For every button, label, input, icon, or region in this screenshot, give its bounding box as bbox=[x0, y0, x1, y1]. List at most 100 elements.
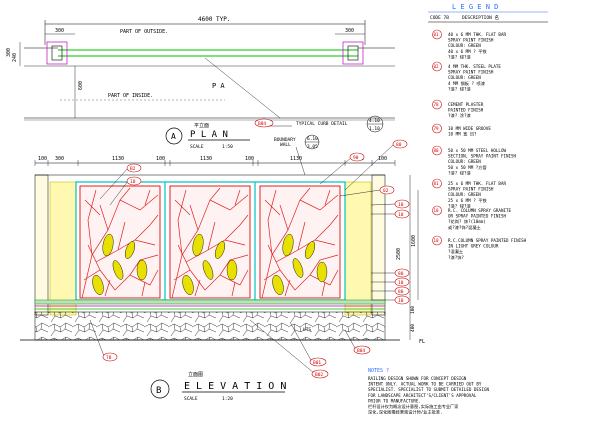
plan-dim-side-top: 300 bbox=[6, 48, 12, 57]
plan-view: 4600 TYP. 300 300 300 240 PART OF OUTSID… bbox=[6, 16, 395, 150]
plan-dim-post-left: 300 bbox=[55, 28, 64, 34]
legend-code: 81 bbox=[434, 181, 440, 186]
note-line: SPECIALIST. SPECIALIST TO SUBMIT DETAILE… bbox=[368, 387, 489, 392]
elev-scale-label: SCALE bbox=[184, 396, 198, 402]
elev-callout-b-4: B04 bbox=[357, 348, 365, 354]
plan-label-inside: PART OF INSIDE. bbox=[108, 93, 153, 99]
legend-desc-line: IN LIGHT GREY COLOUR bbox=[448, 244, 499, 249]
elev-dim-2: 300 bbox=[55, 156, 64, 162]
plan-title-cn: 平立面 bbox=[194, 122, 209, 129]
note-line: PRIOR TO MANUFACTURE. bbox=[368, 398, 421, 403]
elev-dim-1: 100 bbox=[38, 156, 47, 162]
legend-desc-line: ?漆? 涂?漆 bbox=[448, 112, 471, 119]
legend-desc-line: ?漆? 绿?漆 bbox=[448, 202, 471, 209]
elev-callout-rl-3: 80 bbox=[398, 289, 404, 295]
plan-title-letter: A bbox=[171, 132, 176, 141]
elev-callout-left-2: 10 bbox=[130, 179, 136, 185]
legend-desc-line: SPRAY PAINT FINISH bbox=[448, 70, 494, 75]
elev-dim-base-2: 400 bbox=[410, 324, 416, 332]
legend-code: 79 bbox=[434, 126, 440, 131]
legend-desc-line: SPRAY PAINT FINISH bbox=[448, 187, 494, 192]
elev-callout-left-1: B2 bbox=[130, 166, 136, 172]
legend-desc-line: 或?漆?饰?混凝土 bbox=[448, 224, 481, 231]
elev-callout-rl-2: 10 bbox=[398, 280, 404, 286]
legend-desc-line: CEMENT PLASTER bbox=[448, 102, 484, 107]
elev-callout-rm-2: 10 bbox=[398, 212, 404, 218]
legend-desc-line: 25 x 6 MM ? 平铁 bbox=[448, 197, 487, 204]
plan-tag-bubble: B04 bbox=[258, 121, 266, 127]
legend-desc-line: SECTION, SPRAY PAINT FINISH bbox=[448, 154, 517, 159]
legend-desc-line: ?混凝土 bbox=[448, 248, 463, 255]
legend-desc-line: ?漆? 绿?漆 bbox=[448, 85, 471, 92]
legend-desc-line: 10 MM WIDE GROOVE bbox=[448, 126, 491, 131]
legend-code-bubble bbox=[432, 145, 442, 156]
elev-callout-rl-4: 10 bbox=[398, 298, 404, 304]
legend-desc-line: SPRAY PAINT FINISH bbox=[448, 38, 494, 43]
legend-desc-line: 50 x 50 MM ?方管 bbox=[448, 164, 487, 171]
elev-boundary-label: BOUNDARY bbox=[274, 137, 296, 143]
plan-typical-detail: TYPICAL CURB DETAIL bbox=[296, 121, 348, 127]
legend-code-bubble bbox=[432, 205, 442, 216]
notes-heading: NOTES ? bbox=[368, 368, 389, 374]
legend-desc-line: OR SPRAY PAINTED FINISH bbox=[448, 214, 506, 219]
plan-title: P L A N bbox=[190, 130, 228, 140]
legend-desc-line: COLOUR: GREEN bbox=[448, 159, 481, 164]
elev-dim-5: 1130 bbox=[200, 156, 212, 162]
elev-callout-rm-1: 10 bbox=[398, 202, 404, 208]
note-line: 栏杆设计仅为概念设计意图,实际施工由专业厂家 bbox=[368, 403, 459, 410]
plan-dim-overall: 4600 TYP. bbox=[198, 16, 231, 23]
elev-dim-height-total: 2500 bbox=[396, 248, 402, 260]
elevation-view: 100 300 1130 100 1130 100 1130 300 100 B… bbox=[20, 134, 425, 402]
legend-code-bubble bbox=[432, 123, 442, 134]
elev-dim-4: 100 bbox=[156, 156, 165, 162]
elev-boundary-sub: WALL bbox=[280, 142, 291, 148]
railing-panels bbox=[79, 185, 341, 299]
legend-desc-line: R.C. COLUMN SPRAY GRANITE bbox=[448, 208, 512, 213]
elev-callout-rt-3: 02 bbox=[383, 188, 389, 194]
legend-code: 78 bbox=[434, 102, 440, 107]
elev-dim-base-1: 100 bbox=[410, 306, 416, 314]
legend-desc-line: 4 MM THK. STEEL PLATE bbox=[448, 64, 501, 69]
plan-tag-curb-bottom: 1.10 bbox=[369, 126, 380, 132]
legend-code-bubble bbox=[432, 235, 442, 246]
legend-desc-line: COLOUR: GREEN bbox=[448, 75, 481, 80]
legend-desc-line: ?花岗? 饰?(10mm) bbox=[448, 218, 486, 225]
legend-desc-line: 4 MM 钢板 ? 喷漆 bbox=[448, 80, 485, 87]
plan-scale-label: SCALE bbox=[190, 144, 204, 150]
legend-code: 01 bbox=[434, 32, 440, 37]
legend-desc-line: 50 x 50 MM STEEL HOLLOW bbox=[448, 148, 506, 153]
elev-callout-b-3: B02 bbox=[315, 372, 323, 378]
note-line: FOR LANDSCAPE ARCHITECT'S/CLIENT'S APPRO… bbox=[368, 393, 477, 398]
legend-col-code: CODE 7B bbox=[430, 15, 449, 21]
plan-dim-depth: 600 bbox=[78, 81, 84, 90]
elev-title-cn: 立面图 bbox=[188, 371, 203, 378]
elev-tag-bottom: 3.05 bbox=[307, 144, 318, 150]
plan-tag-curb-top: 4.10 bbox=[369, 118, 380, 124]
legend-desc-line: PAINTED FINISH bbox=[448, 108, 484, 113]
legend-desc-line: ?漆? 绿?漆 bbox=[448, 169, 471, 176]
legend-code: 10 bbox=[434, 208, 440, 213]
legend-desc-line: COLOUR: GREEN bbox=[448, 192, 481, 197]
elev-dim-3: 1130 bbox=[112, 156, 124, 162]
elev-tag-top: 6.10 bbox=[307, 136, 318, 142]
notes-panel: NOTES ? RAILING DESIGN SHOWN FOR CONCEPT… bbox=[368, 368, 489, 416]
elev-dim-9: 100 bbox=[378, 156, 387, 162]
legend-col-desc: DESCRIPTION 名 bbox=[462, 14, 499, 21]
elev-callout-rt-1: 90 bbox=[353, 155, 359, 161]
legend-code: 80 bbox=[434, 148, 440, 153]
elev-dim-height-panel: 1600 bbox=[411, 235, 417, 247]
elev-title-letter: B bbox=[156, 386, 161, 396]
legend-desc-line: 40 x 6 MM ? 平铁 bbox=[448, 48, 487, 55]
legend-code-bubble bbox=[432, 178, 442, 189]
legend-code-bubble bbox=[432, 99, 442, 110]
legend-desc-line: 25 x 6 MM THK. FLAT BAR bbox=[448, 181, 506, 186]
plan-dim-side-bottom: 240 bbox=[12, 53, 18, 62]
plan-dim-post-right: 300 bbox=[345, 28, 354, 34]
elev-callout-b-1: 78 bbox=[106, 355, 112, 361]
plan-scale-value: 1:50 bbox=[222, 144, 233, 150]
legend-desc-line: 40 x 6 MM THK. FLAT BAR bbox=[448, 32, 506, 37]
legend-desc-line: ?漆?饰? bbox=[448, 254, 464, 261]
elev-label-fl: FL bbox=[419, 339, 425, 345]
plan-label-outside: PART OF OUTSIDE. bbox=[120, 29, 168, 35]
